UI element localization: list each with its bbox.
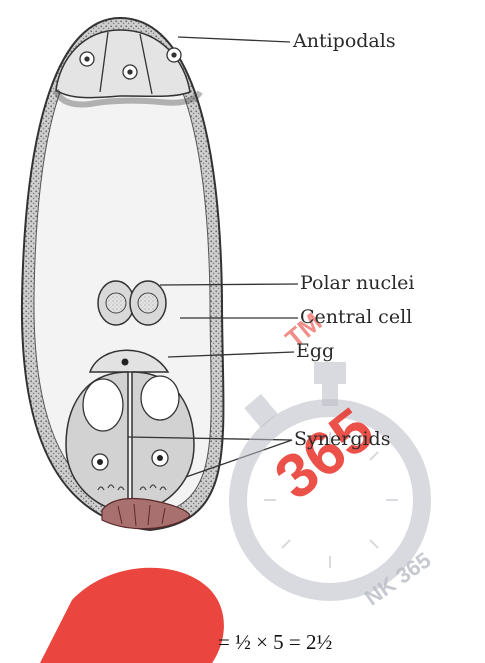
label-antipodals: Antipodals <box>293 32 396 51</box>
watermark-logo-shape <box>40 568 224 663</box>
label-egg: Egg <box>296 342 334 361</box>
label-polar-nuclei: Polar nuclei <box>300 274 415 293</box>
label-central-cell: Central cell <box>300 308 412 327</box>
formula-text: = ½ × 5 = 2½ <box>218 630 332 655</box>
label-synergids: Synergids <box>294 430 390 449</box>
